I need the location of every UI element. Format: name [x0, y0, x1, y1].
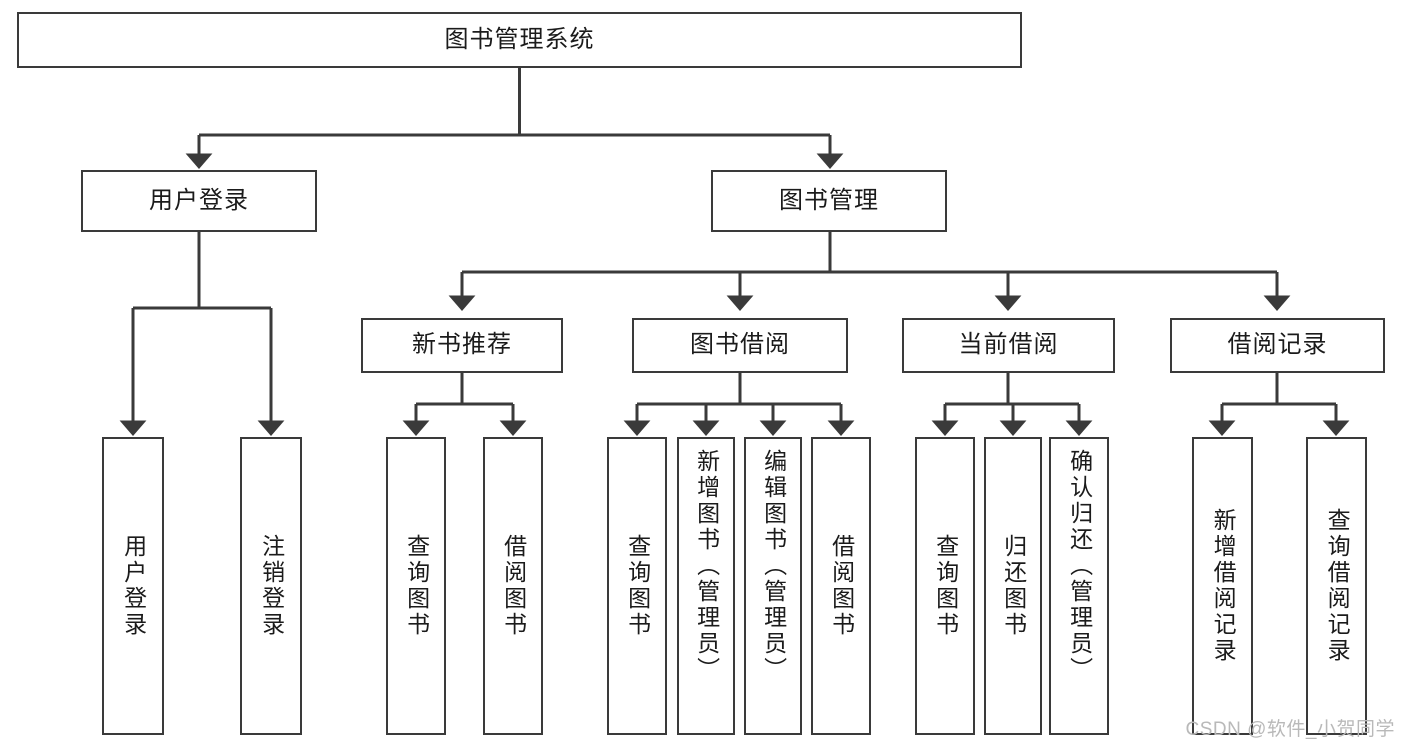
csdn-watermark: CSDN @软件_小贺同学	[1185, 719, 1395, 740]
leaf-return-book[interactable]: 归还图书	[984, 437, 1042, 735]
leaf-query-borrow-record[interactable]: 查询借阅记录	[1306, 437, 1367, 735]
node-label: 图书管理	[779, 186, 879, 214]
node-label: 借阅图书	[828, 534, 855, 638]
node-new-book-recommend[interactable]: 新书推荐	[361, 318, 563, 373]
node-label: 图书管理系统	[444, 25, 595, 53]
node-label: 用户登录	[149, 186, 249, 214]
node-current-borrow[interactable]: 当前借阅	[902, 318, 1115, 373]
node-label: 借阅图书	[500, 534, 527, 638]
node-book-borrow[interactable]: 图书借阅	[632, 318, 848, 373]
node-label: 注销登录	[258, 534, 285, 638]
node-label: 编辑图书（管理员）	[760, 449, 787, 683]
leaf-add-borrow-record[interactable]: 新增借阅记录	[1192, 437, 1253, 735]
leaf-query-book-borrow[interactable]: 查询图书	[607, 437, 667, 735]
node-label: 查询图书	[624, 534, 651, 638]
leaf-query-book-current[interactable]: 查询图书	[915, 437, 975, 735]
leaf-query-book-recommend[interactable]: 查询图书	[386, 437, 446, 735]
leaf-confirm-return-admin[interactable]: 确认归还（管理员）	[1049, 437, 1109, 735]
node-label: 归还图书	[1000, 534, 1027, 638]
node-label: 确认归还（管理员）	[1066, 449, 1093, 683]
node-book-management-system[interactable]: 图书管理系统	[17, 12, 1022, 68]
node-label: 新增借阅记录	[1210, 508, 1237, 664]
leaf-logout-login[interactable]: 注销登录	[240, 437, 302, 735]
leaf-borrow-book-recommend[interactable]: 借阅图书	[483, 437, 543, 735]
node-label: 新增图书（管理员）	[693, 449, 720, 683]
leaf-add-book-admin[interactable]: 新增图书（管理员）	[677, 437, 735, 735]
leaf-borrow-book[interactable]: 借阅图书	[811, 437, 871, 735]
leaf-user-login[interactable]: 用户登录	[102, 437, 164, 735]
node-label: 查询图书	[403, 534, 430, 638]
node-label: 新书推荐	[412, 331, 512, 359]
node-label: 查询借阅记录	[1324, 508, 1351, 664]
node-label: 借阅记录	[1227, 331, 1328, 359]
node-book-manage[interactable]: 图书管理	[711, 170, 947, 232]
node-user-login[interactable]: 用户登录	[81, 170, 317, 232]
node-label: 图书借阅	[690, 331, 790, 359]
node-label: 用户登录	[120, 534, 147, 638]
node-label: 当前借阅	[958, 331, 1059, 359]
leaf-edit-book-admin[interactable]: 编辑图书（管理员）	[744, 437, 802, 735]
node-label: 查询图书	[932, 534, 959, 638]
node-borrow-record[interactable]: 借阅记录	[1170, 318, 1385, 373]
